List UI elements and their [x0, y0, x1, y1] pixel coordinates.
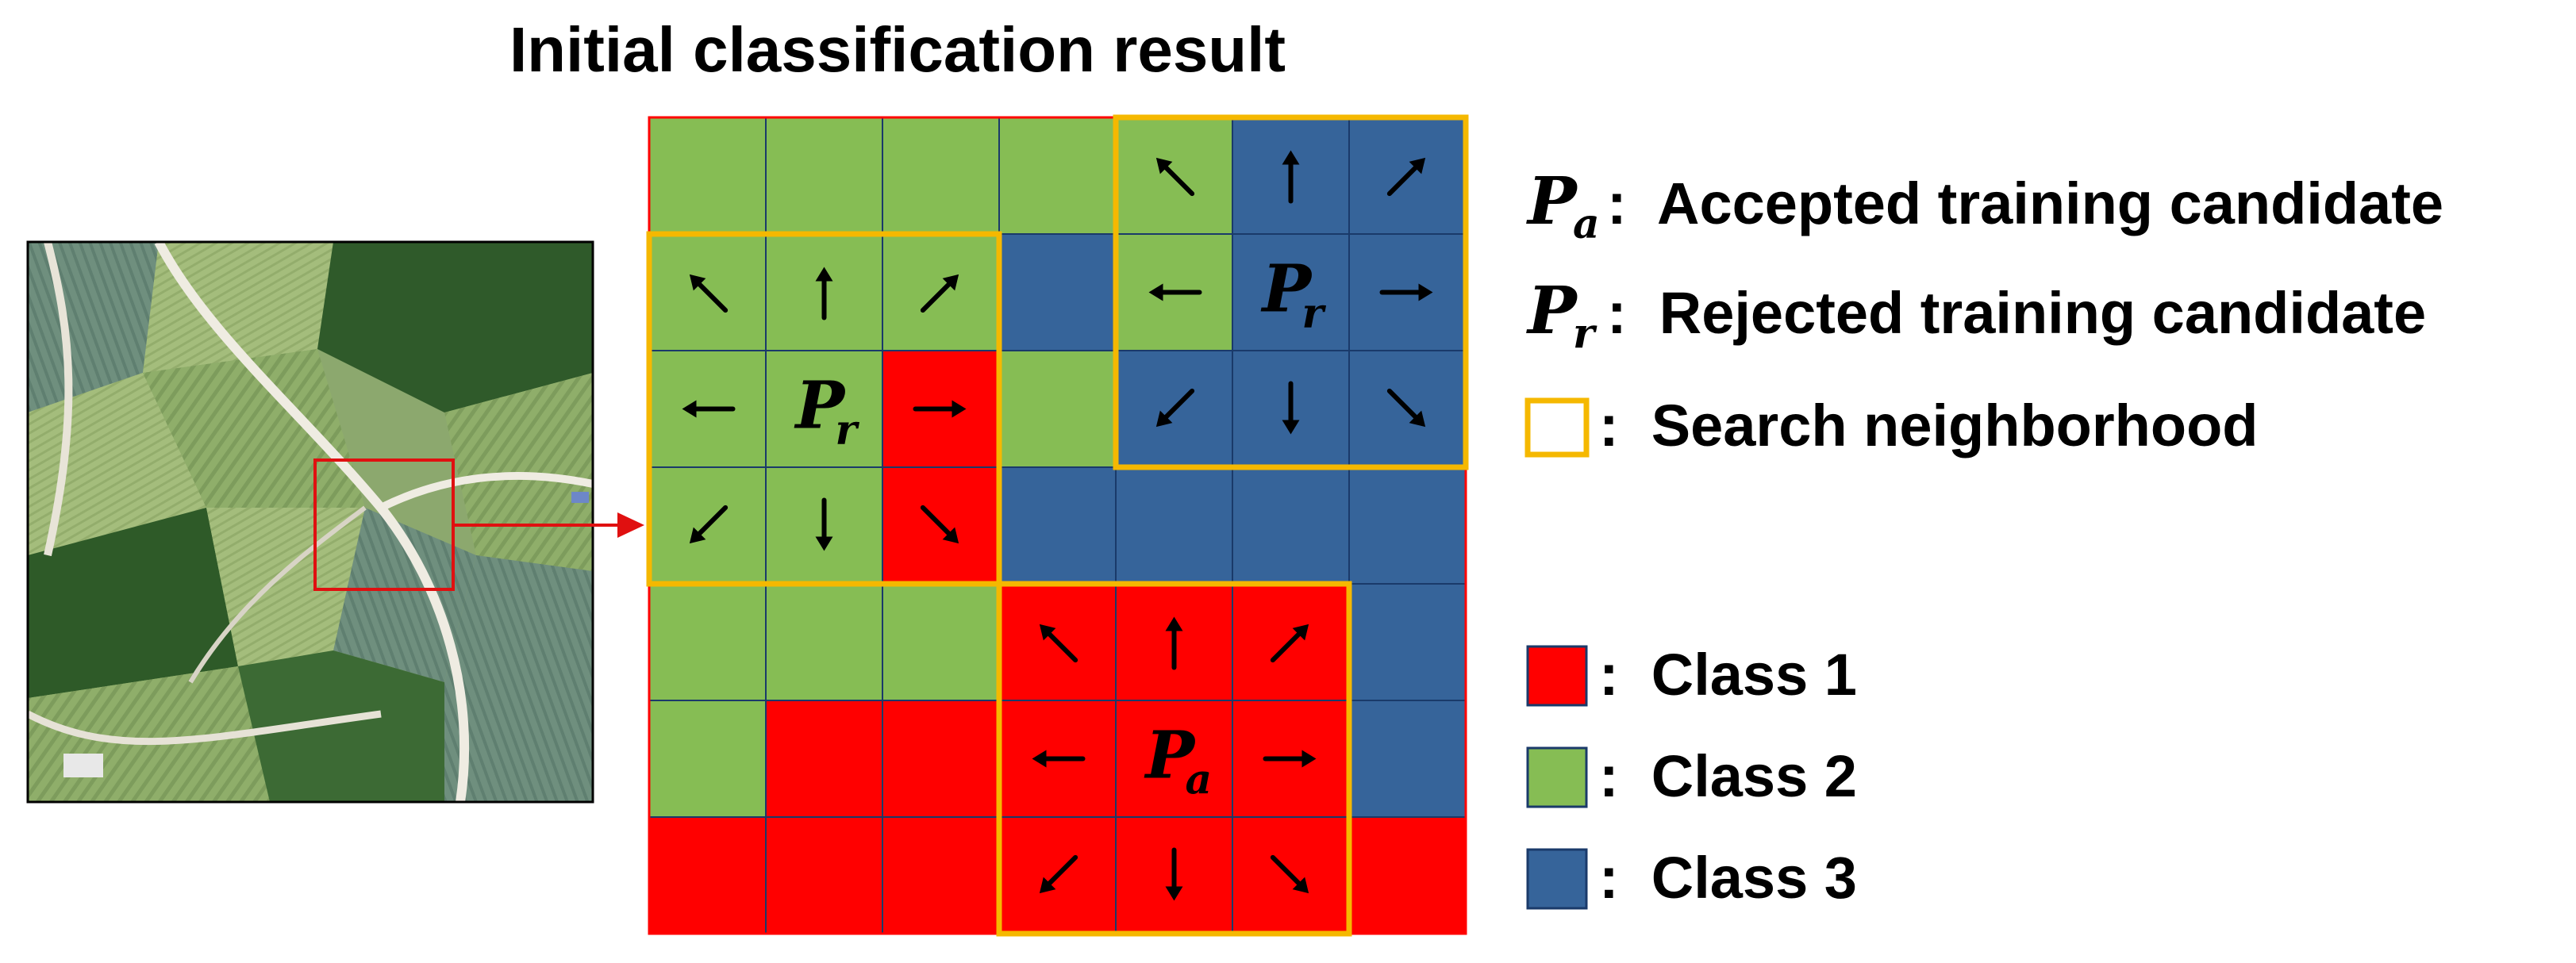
arrow-down-left-icon — [1155, 388, 1195, 428]
grid-cell-class3 — [1232, 466, 1350, 585]
arrow-up-icon — [1282, 150, 1300, 204]
legend-label-class1: : Class 1 — [1599, 642, 1857, 708]
arrow-up-left-icon — [689, 274, 729, 313]
arrow-up-icon — [1165, 616, 1183, 670]
grid-cell-class2 — [648, 583, 767, 701]
grid-cell-class3 — [1348, 583, 1467, 701]
candidate-subscript: r — [836, 406, 860, 455]
arrow-up-icon — [815, 267, 833, 320]
arrow-up-left-icon — [1039, 623, 1078, 663]
grid-cell-class3 — [1348, 466, 1467, 585]
arrow-up-right-icon — [1270, 623, 1309, 663]
zoom-pointer-arrow — [453, 512, 644, 538]
search-neighborhoods — [646, 114, 1469, 937]
legend-item-rejected: P r : Rejected training candidate — [1526, 273, 2426, 358]
classification-grid — [648, 116, 1467, 935]
arrow-up-right-icon — [1386, 157, 1426, 197]
arrow-up-left-icon — [1155, 157, 1195, 197]
candidate-symbol: P — [1261, 251, 1313, 328]
search-neighborhood-box — [1113, 114, 1469, 470]
candidate-subscript: r — [1302, 290, 1327, 338]
grid-cell-class2 — [882, 117, 1000, 235]
grid-cell-class3 — [1348, 700, 1467, 818]
legend-item-accepted: P a : Accepted training candidate — [1526, 163, 2443, 248]
grid-cell-class1 — [765, 816, 883, 934]
search-neighborhood-box — [646, 231, 1002, 587]
aerial-image — [28, 242, 593, 802]
legend-symbol-pa-sub: a — [1573, 200, 1600, 248]
arrow-down-right-icon — [1386, 388, 1426, 428]
grid-cell-class2 — [765, 117, 883, 235]
arrow-left-icon — [1148, 283, 1202, 301]
arrow-down-icon — [1165, 847, 1183, 901]
grid-cell-class2 — [998, 350, 1117, 468]
candidate-label-pr: Pr — [1261, 251, 1327, 338]
grid-cell-class1 — [1115, 700, 1233, 818]
arrow-left-icon — [1032, 750, 1086, 768]
arrow-down-icon — [815, 497, 833, 551]
arrow-down-left-icon — [689, 505, 729, 544]
legend-label-accepted: : Accepted training candidate — [1607, 171, 2443, 236]
diagram-title: Initial classification result — [509, 14, 1286, 85]
candidate-label-pa: Pa — [1144, 718, 1213, 804]
legend-item-class2: : Class 2 — [1526, 743, 1857, 809]
grid-cell-class2 — [648, 117, 767, 235]
arrow-down-icon — [1282, 381, 1300, 435]
legend-symbol-pr-sub: r — [1573, 309, 1598, 358]
grid-cell-class3 — [1115, 466, 1233, 585]
arrow-right-icon — [1263, 750, 1317, 768]
legend-item-search: : Search neighborhood — [1524, 393, 2258, 458]
candidate-subscript: a — [1186, 756, 1213, 804]
grid-cell-class1 — [882, 700, 1000, 818]
grid-cell-class3 — [998, 466, 1117, 585]
grid-cell-class1 — [765, 700, 883, 818]
aerial-image-frame — [26, 240, 594, 804]
grid-cell-class1 — [882, 816, 1000, 934]
legend-swatch-class1 — [1526, 645, 1588, 707]
grid-cell-class2 — [648, 700, 767, 818]
legend-swatch-neighborhood — [1524, 397, 1590, 458]
arrow-left-icon — [682, 400, 736, 418]
legend-label-class3: : Class 3 — [1599, 845, 1857, 911]
legend-item-class1: : Class 1 — [1526, 642, 1857, 708]
legend-item-class3: : Class 3 — [1526, 845, 1857, 911]
arrow-up-right-icon — [920, 274, 959, 313]
legend-label-class2: : Class 2 — [1599, 743, 1857, 809]
legend-label-rejected: : Rejected training candidate — [1607, 280, 2426, 346]
grid-cell-class3 — [1232, 233, 1350, 351]
arrow-right-icon — [1379, 283, 1433, 301]
grid-cell-class2 — [765, 583, 883, 701]
arrow-down-left-icon — [1039, 854, 1078, 894]
candidate-symbol: P — [794, 368, 847, 444]
grid-cell-class2 — [882, 583, 1000, 701]
legend-swatch-class2 — [1526, 746, 1588, 808]
neighborhood-arrows — [682, 150, 1433, 901]
legend: P a : Accepted training candidate P r : … — [1524, 163, 2443, 911]
candidate-label-pr: Pr — [794, 368, 860, 455]
grid-cell-class2 — [998, 117, 1117, 235]
grid-cell-class3 — [998, 233, 1117, 351]
grid-cell-class1 — [1348, 816, 1467, 934]
legend-swatch-class3 — [1526, 848, 1588, 910]
arrow-down-right-icon — [1270, 854, 1309, 894]
candidate-symbol: P — [1144, 718, 1197, 794]
legend-symbol-pr: P — [1526, 273, 1578, 349]
arrow-down-right-icon — [920, 505, 959, 544]
legend-symbol-pa: P — [1526, 163, 1578, 240]
grid-cell-class1 — [648, 816, 767, 934]
search-neighborhood-box — [996, 581, 1352, 937]
legend-label-search: : Search neighborhood — [1599, 393, 2258, 458]
arrow-right-icon — [913, 400, 967, 418]
